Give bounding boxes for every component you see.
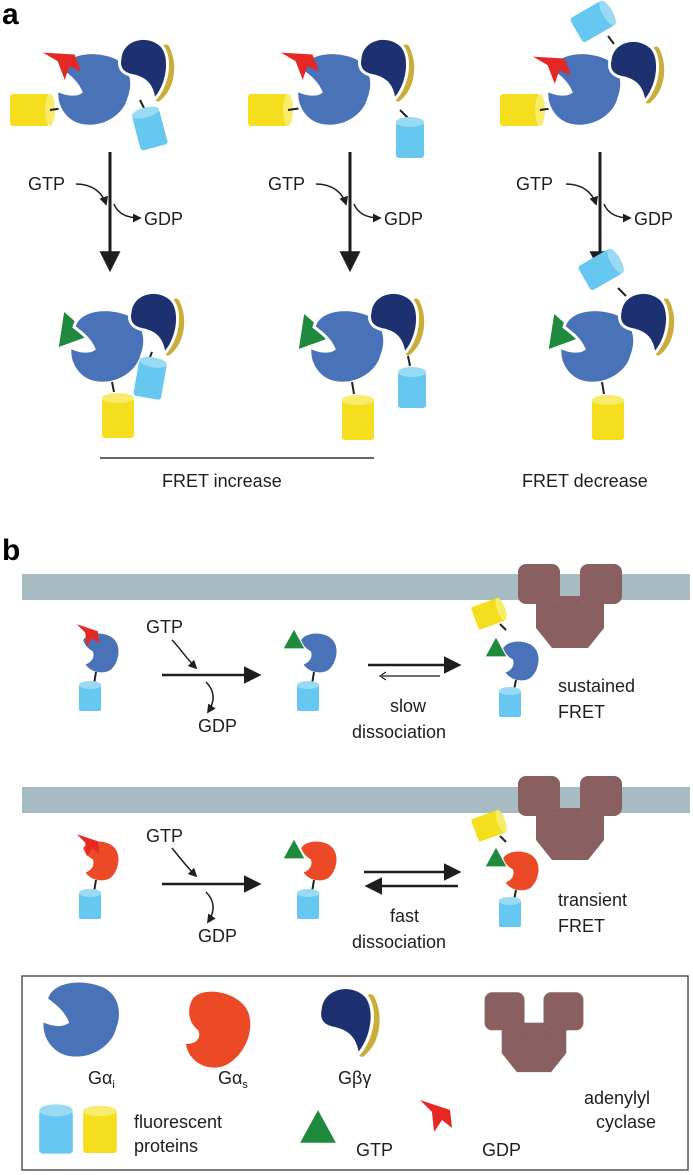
- legend-adenylyl-label: adenylyl: [584, 1088, 650, 1108]
- gas-row: [76, 808, 541, 927]
- legend-cyclase-label: cyclase: [596, 1112, 656, 1132]
- reaction-arrows-a: [75, 152, 632, 273]
- panel-b-label: b: [2, 534, 20, 567]
- legend-gbg-label: Gβγ: [338, 1068, 371, 1088]
- gdp-label-a2: GDP: [384, 209, 423, 229]
- legend-proteins-label: proteins: [134, 1136, 198, 1156]
- membrane-top: [22, 574, 690, 600]
- legend-gas-label: Gαs: [218, 1068, 248, 1091]
- legend-yfp-icon: [83, 1105, 117, 1153]
- gdp-label-a1: GDP: [144, 209, 183, 229]
- gtp-label-a2: GTP: [268, 174, 305, 194]
- slow-label: slow: [390, 696, 427, 716]
- legend-fluorescent-label: fluorescent: [134, 1112, 222, 1132]
- activated-a3: [538, 246, 670, 440]
- heterotrimer-a3-top: [500, 0, 661, 128]
- gai-row: [76, 596, 541, 717]
- fret-label-sustained: FRET: [558, 702, 605, 722]
- legend-gdp-label: GDP: [482, 1140, 521, 1160]
- legend-gtp-label: GTP: [356, 1140, 393, 1160]
- gtp-label-a1: GTP: [28, 174, 65, 194]
- transient-label: transient: [558, 890, 627, 910]
- gdp-label-b2: GDP: [198, 926, 237, 946]
- sustained-label: sustained: [558, 676, 635, 696]
- fret-label-transient: FRET: [558, 916, 605, 936]
- fret-decrease-label: FRET decrease: [522, 471, 648, 491]
- legend-gas-icon: [186, 991, 251, 1068]
- reaction-arrows-b: [162, 639, 462, 924]
- heterotrimer-a1-top: [10, 38, 171, 152]
- gtp-label-b1: GTP: [146, 617, 183, 637]
- legend-cfp-icon: [39, 1104, 73, 1154]
- dissociation-label-1: dissociation: [352, 722, 446, 742]
- fret-increase-label: FRET increase: [162, 471, 282, 491]
- heterotrimer-a2-top: [248, 38, 424, 158]
- gdp-label-a3: GDP: [634, 209, 673, 229]
- activated-a1: [48, 292, 180, 438]
- activated-a2: [288, 292, 426, 440]
- gtp-label-a3: GTP: [516, 174, 553, 194]
- legend-gai-label: Gαi: [88, 1068, 115, 1091]
- gtp-label-b2: GTP: [146, 826, 183, 846]
- dissociation-label-2: dissociation: [352, 932, 446, 952]
- panel-a-label: a: [2, 0, 19, 31]
- fast-label: fast: [390, 906, 419, 926]
- gdp-label-b1: GDP: [198, 716, 237, 736]
